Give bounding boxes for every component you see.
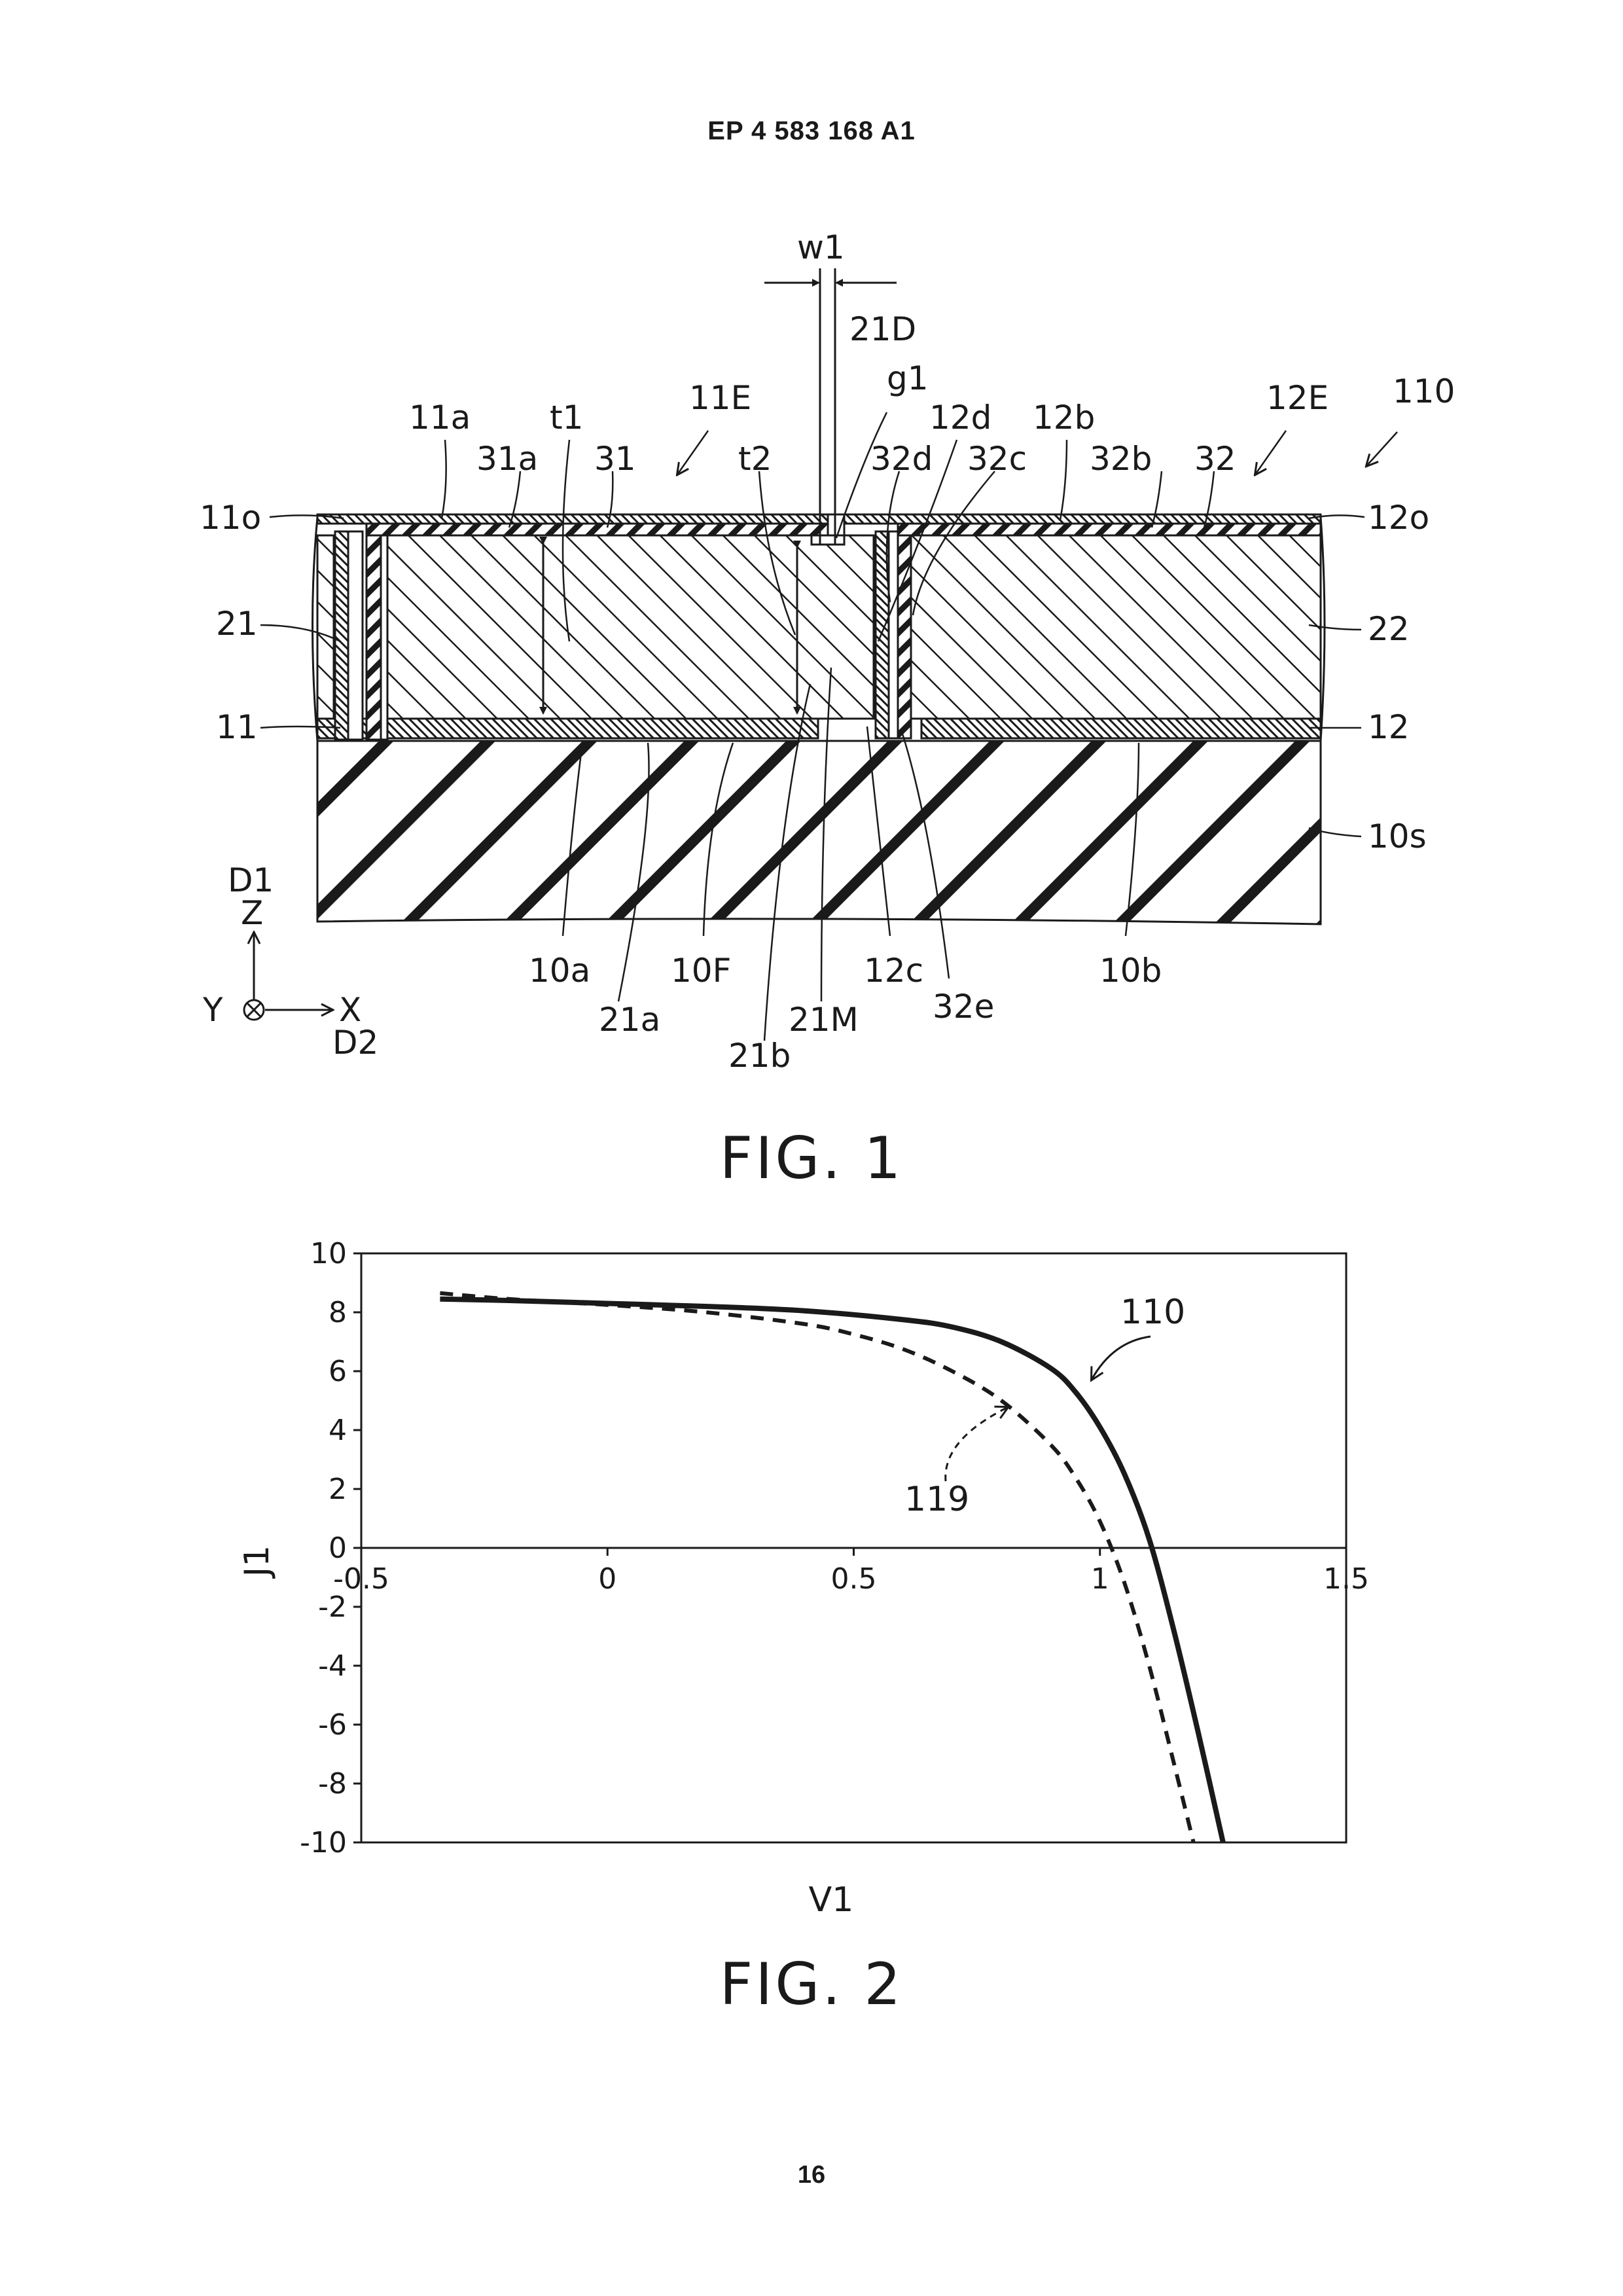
x-tick-label: 1 bbox=[1091, 1562, 1109, 1596]
y-tick-label: -10 bbox=[300, 1826, 347, 1859]
label-11: 11 bbox=[216, 708, 258, 746]
label-t2: t2 bbox=[738, 440, 772, 478]
curve-label-119: 119 bbox=[904, 1480, 969, 1519]
label-Y: Y bbox=[202, 991, 223, 1029]
label-31: 31 bbox=[594, 440, 636, 478]
label-21M: 21M bbox=[789, 1001, 859, 1039]
left-insulator-b bbox=[366, 531, 381, 740]
insulating-layer-31 bbox=[366, 524, 843, 535]
electrode-12 bbox=[921, 719, 1321, 738]
leader-110 bbox=[1092, 1336, 1150, 1380]
label-21D: 21D bbox=[849, 310, 916, 348]
arrow-11E bbox=[677, 431, 708, 475]
y-tick-label: 0 bbox=[329, 1532, 347, 1565]
y-tick-label: -6 bbox=[318, 1708, 347, 1742]
arrow-12E bbox=[1255, 431, 1286, 475]
label-10a: 10a bbox=[529, 952, 590, 990]
label-12E: 12E bbox=[1266, 379, 1329, 417]
label-g1: g1 bbox=[887, 359, 929, 397]
y-axis-title: J1 bbox=[238, 1545, 277, 1579]
label-10b: 10b bbox=[1099, 952, 1162, 990]
arrow-110 bbox=[1366, 432, 1397, 466]
label-32c: 32c bbox=[967, 440, 1027, 478]
insulator-32c bbox=[898, 531, 911, 738]
label-31a: 31a bbox=[476, 440, 538, 478]
electrode-11 bbox=[317, 719, 818, 738]
notch-21D bbox=[812, 535, 844, 545]
y-tick-label: -2 bbox=[318, 1590, 347, 1624]
top-electrode-11o bbox=[317, 514, 828, 524]
fig2-caption: FIG. 2 bbox=[0, 1950, 1623, 2018]
label-10F: 10F bbox=[671, 952, 731, 990]
y-tick-label: 2 bbox=[329, 1473, 347, 1506]
label-22: 22 bbox=[1368, 610, 1410, 648]
y-tick-label: 6 bbox=[329, 1355, 347, 1388]
curve-label-110: 110 bbox=[1120, 1293, 1185, 1332]
label-11E: 11E bbox=[689, 379, 751, 417]
label-110: 110 bbox=[1393, 372, 1455, 410]
y-tick-label: 10 bbox=[310, 1237, 347, 1270]
label-w1: w1 bbox=[797, 228, 845, 266]
left-margin-region bbox=[317, 535, 334, 719]
insulator-32d bbox=[889, 531, 898, 738]
label-11o: 11o bbox=[200, 499, 261, 537]
label-D2: D2 bbox=[332, 1024, 378, 1062]
label-12b: 12b bbox=[1033, 399, 1095, 437]
label-32e: 32e bbox=[933, 988, 994, 1026]
label-Z: Z bbox=[241, 894, 263, 932]
series-line-119 bbox=[440, 1293, 1193, 1842]
label-12o: 12o bbox=[1368, 499, 1429, 537]
label-10s: 10s bbox=[1368, 817, 1427, 855]
x-tick-label: 1.5 bbox=[1323, 1562, 1369, 1596]
left-insulator-a bbox=[348, 531, 363, 740]
x-tick-label: 0.5 bbox=[831, 1562, 877, 1596]
label-21: 21 bbox=[216, 605, 258, 643]
page-number: 16 bbox=[0, 2161, 1623, 2189]
label-32b: 32b bbox=[1090, 440, 1152, 478]
label-12: 12 bbox=[1368, 708, 1410, 746]
x-axis-title: V1 bbox=[809, 1880, 854, 1920]
x-tick-label: 0 bbox=[598, 1562, 616, 1596]
label-12c: 12c bbox=[864, 952, 923, 990]
top-electrode-12o bbox=[844, 514, 1321, 524]
y-tick-label: -8 bbox=[318, 1767, 347, 1801]
layer-21 bbox=[386, 535, 874, 719]
y-tick-label: -4 bbox=[318, 1649, 347, 1683]
label-32: 32 bbox=[1194, 440, 1236, 478]
label-32d: 32d bbox=[870, 440, 933, 478]
leader-119 bbox=[946, 1407, 1008, 1481]
fig1-caption: FIG. 1 bbox=[0, 1124, 1623, 1192]
left-insulator-c bbox=[381, 531, 387, 740]
fig1-cross-section: w1 21D g1 110 11a t1 11E 12d 12b 12E 31a… bbox=[0, 0, 1623, 1126]
insulating-layer-32 bbox=[898, 524, 1321, 535]
y-tick-label: 8 bbox=[329, 1296, 347, 1329]
fig2-jv-chart: -0.500.511.51086420-2-4-6-8-10 V1 J1 110… bbox=[0, 1217, 1623, 2029]
left-vertical-electrode bbox=[335, 531, 348, 740]
substrate-10s bbox=[317, 741, 1321, 924]
label-t1: t1 bbox=[550, 399, 583, 437]
y-tick-label: 4 bbox=[329, 1414, 347, 1447]
label-21b: 21b bbox=[728, 1037, 791, 1075]
label-11a: 11a bbox=[409, 399, 471, 437]
label-21a: 21a bbox=[599, 1001, 660, 1039]
label-12d: 12d bbox=[929, 399, 991, 437]
layer-22 bbox=[906, 535, 1321, 719]
